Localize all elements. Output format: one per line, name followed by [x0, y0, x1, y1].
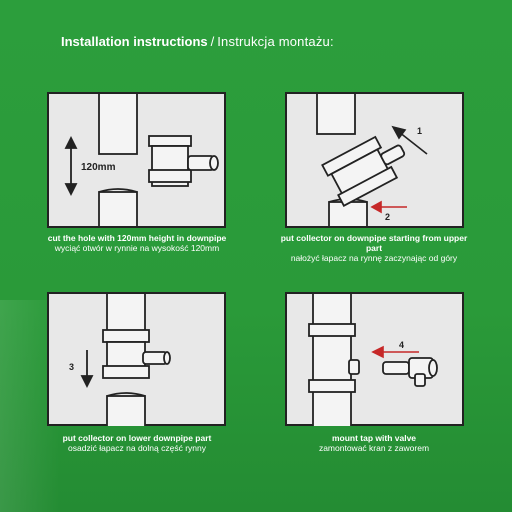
- collector-tilted: [321, 135, 406, 207]
- tap-spout: [414, 373, 426, 387]
- step-2-illustration: 1 2: [316, 94, 428, 226]
- step-4-caption-polish: zamontować kran z zaworem: [318, 443, 430, 453]
- lower-downpipe: [328, 201, 368, 226]
- step-2-caption-english: put collector on downpipe starting from …: [280, 233, 468, 253]
- collector-top-ring: [102, 329, 150, 343]
- step-1-caption: cut the hole with 120mm height in downpi…: [37, 233, 237, 253]
- step-1-illustration: 120mm: [64, 94, 219, 226]
- upper-downpipe: [316, 94, 356, 135]
- arrow-1-label: 1: [417, 126, 422, 136]
- step-1-panel: 120mm: [47, 92, 226, 228]
- lower-downpipe: [106, 395, 146, 426]
- tap-inlet: [382, 361, 410, 375]
- step-3-caption: put collector on lower downpipe part osa…: [37, 433, 237, 453]
- arrow-3-label: 3: [69, 362, 74, 372]
- title-english: Installation instructions: [61, 34, 208, 49]
- title-polish: Instrukcja montażu:: [217, 34, 334, 49]
- collector-bottom-ring: [102, 365, 150, 379]
- step-4-caption-english: mount tap with valve: [331, 433, 417, 443]
- step-2-caption-polish: nałożyć łapacz na rynnę zaczynając od gó…: [290, 253, 458, 263]
- lower-downpipe: [98, 191, 138, 226]
- collector-bottom-ring: [308, 379, 356, 393]
- downpipe: [312, 294, 352, 426]
- arrow-1: [391, 125, 428, 155]
- arrow-4: [371, 345, 419, 359]
- measure-label: 120mm: [81, 162, 116, 173]
- measure-arrow: [64, 135, 78, 197]
- step-2-caption: put collector on downpipe starting from …: [274, 233, 474, 263]
- step-3-panel: 3: [47, 292, 226, 426]
- step-1-caption-polish: wyciąć otwór w rynnie na wysokość 120mm: [54, 243, 220, 253]
- upper-downpipe: [98, 94, 138, 155]
- arrow-2-label: 2: [385, 212, 390, 222]
- collector-top-ring: [308, 323, 356, 337]
- page-title: Installation instructions/Instrukcja mon…: [61, 34, 481, 50]
- arrow-2: [370, 200, 407, 214]
- step-3-caption-polish: osadzić łapacz na dolną część rynny: [68, 443, 206, 453]
- step-3-illustration: 3: [69, 294, 171, 426]
- step-4-illustration: 4: [308, 294, 438, 426]
- collector-bottom-ring: [148, 169, 192, 183]
- collector-top-ring: [148, 135, 192, 147]
- step-4-caption: mount tap with valve zamontować kran z z…: [274, 433, 474, 453]
- collector-outlet: [348, 359, 360, 375]
- arrow-4-label: 4: [399, 340, 404, 350]
- arrow-3: [80, 350, 94, 389]
- step-2-panel: 1 2: [285, 92, 464, 228]
- step-3-caption-english: put collector on lower downpipe part: [62, 433, 212, 443]
- title-separator: /: [210, 34, 215, 49]
- step-1-caption-english: cut the hole with 120mm height in downpi…: [47, 233, 227, 243]
- step-4-panel: 4: [285, 292, 464, 426]
